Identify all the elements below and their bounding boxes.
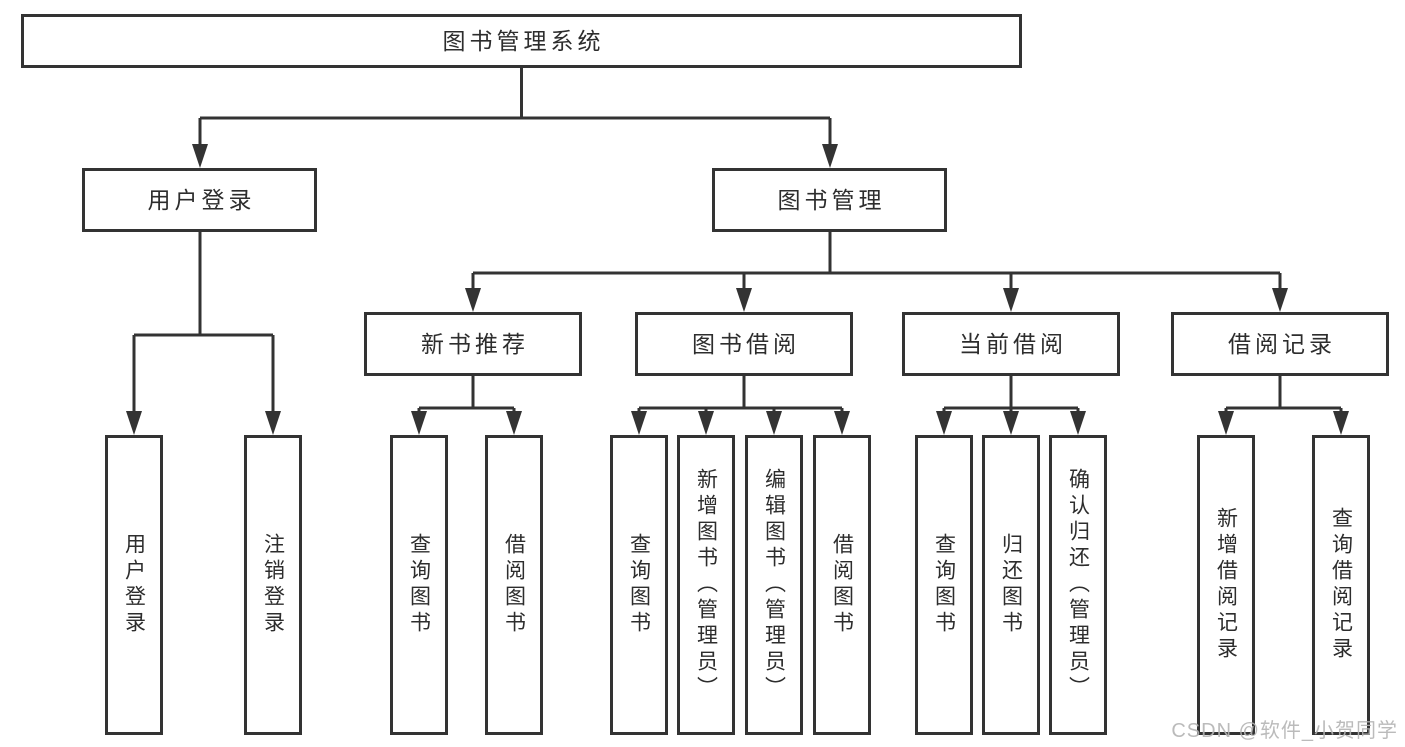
leaf-add-book-admin: 新增图书（管理员） (677, 435, 735, 735)
leaf-user-login: 用户登录 (105, 435, 163, 735)
leaf-confirm-return-admin: 确认归还（管理员） (1049, 435, 1107, 735)
node-root-system: 图书管理系统 (21, 14, 1022, 68)
leaf-borrow-books-recommend: 借阅图书 (485, 435, 543, 735)
leaf-query-books-borrow: 查询图书 (610, 435, 668, 735)
leaf-logout: 注销登录 (244, 435, 302, 735)
arrowheads (126, 144, 1349, 435)
leaf-query-books-current: 查询图书 (915, 435, 973, 735)
leaf-add-borrow-record: 新增借阅记录 (1197, 435, 1255, 735)
leaf-edit-book-admin: 编辑图书（管理员） (745, 435, 803, 735)
node-book-management: 图书管理 (712, 168, 947, 232)
leaf-return-book: 归还图书 (982, 435, 1040, 735)
node-user-login: 用户登录 (82, 168, 317, 232)
leaf-query-borrow-record: 查询借阅记录 (1312, 435, 1370, 735)
leaf-borrow-books-2: 借阅图书 (813, 435, 871, 735)
node-borrow-records: 借阅记录 (1171, 312, 1389, 376)
node-book-borrow: 图书借阅 (635, 312, 853, 376)
leaf-query-books-recommend: 查询图书 (390, 435, 448, 735)
node-current-borrow: 当前借阅 (902, 312, 1120, 376)
csdn-watermark: CSDN @软件_小贺同学 (1171, 720, 1398, 742)
node-new-book-recommend: 新书推荐 (364, 312, 582, 376)
